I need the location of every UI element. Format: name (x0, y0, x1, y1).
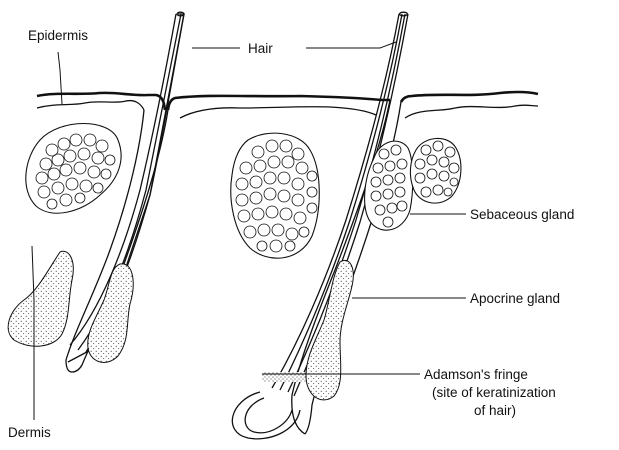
epidermis-layer (37, 92, 538, 118)
apocrine-gland-right (306, 260, 353, 399)
dermis-label: Dermis (8, 425, 51, 440)
adamsons-fringe-subtitle-1: (site of keratinization (432, 385, 556, 400)
sebaceous-gland-center (231, 133, 319, 258)
epidermis-label: Epidermis (28, 28, 88, 43)
hair-label: Hair (248, 41, 273, 56)
adamsons-fringe-subtitle-2: of hair) (474, 403, 516, 418)
apocrine-gland-label: Apocrine gland (470, 291, 560, 306)
sebaceous-gland-right (365, 138, 461, 230)
sebaceous-gland-label: Sebaceous gland (470, 207, 574, 222)
sebaceous-gland-left (26, 124, 121, 214)
apocrine-gland-left-2 (88, 264, 133, 363)
apocrine-gland-left-1 (8, 251, 73, 346)
adamsons-fringe-label: Adamson's fringe (424, 367, 528, 382)
